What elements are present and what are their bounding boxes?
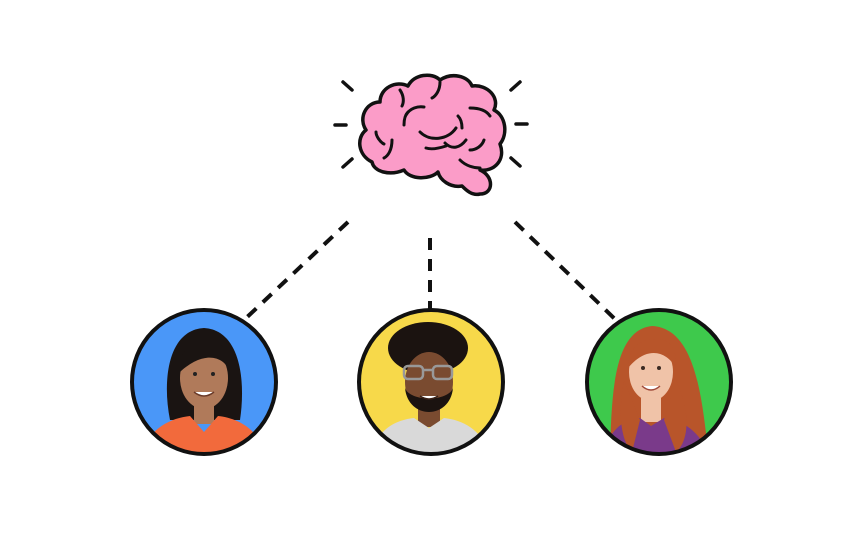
brain-rays bbox=[333, 80, 529, 169]
connector-left bbox=[242, 220, 350, 322]
person-avatar-1 bbox=[130, 308, 278, 456]
connector-right bbox=[513, 220, 620, 324]
connectors bbox=[242, 220, 620, 324]
ray bbox=[341, 80, 354, 92]
ray bbox=[509, 156, 522, 168]
ray bbox=[509, 80, 522, 92]
person-avatar-3 bbox=[585, 308, 733, 456]
brain-icon bbox=[358, 73, 507, 197]
ray bbox=[341, 157, 354, 169]
person-avatar-2 bbox=[357, 308, 505, 456]
